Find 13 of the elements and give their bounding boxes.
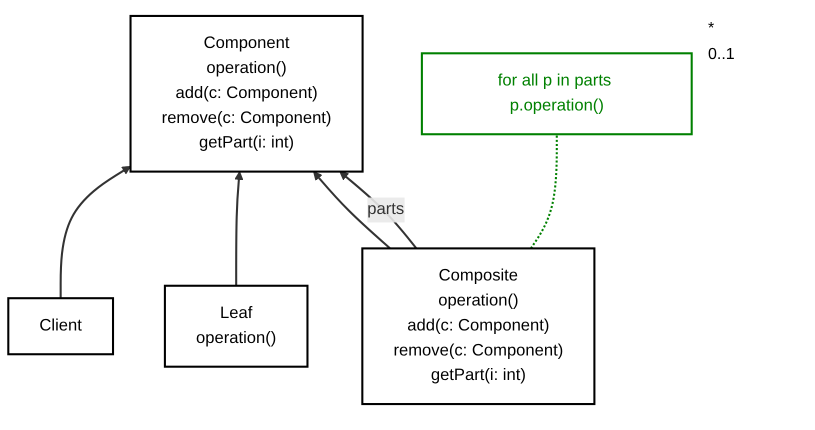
arrow [234,171,244,286]
edge-label: parts [367,200,404,218]
arrow [313,171,391,250]
connector [530,134,558,249]
arrow [60,166,131,298]
arrow [339,171,418,250]
multiplicity-label: * [708,20,716,38]
node-box: for all p in parts p.operation() [420,52,693,136]
node-box: Component operation() add(c: Component) remove(c: Component) getPart(i: int) [130,14,364,173]
node-box: Composite operation() add(c: Component) remove(c: Component) getPart(i: int) [361,247,596,406]
node-box: Client [7,297,114,356]
multiplicity-label: 0..1 [708,46,735,64]
node-box: Leaf operation() [164,284,308,368]
